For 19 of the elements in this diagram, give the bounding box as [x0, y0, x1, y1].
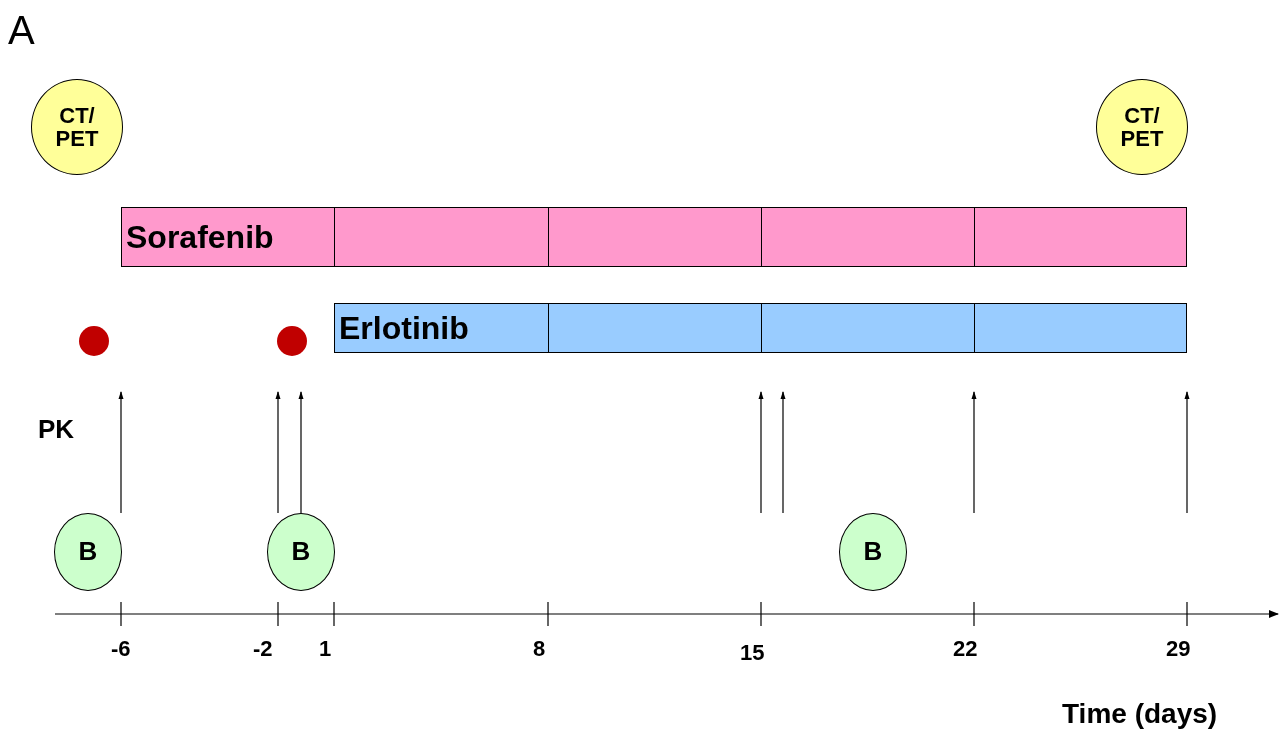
biopsy-circle: B [54, 513, 122, 591]
scan-ellipse: CT/ PET [1096, 79, 1188, 175]
tick-label: 1 [319, 636, 332, 662]
axis-title: Time (days) [1062, 698, 1218, 730]
sample-dot [277, 326, 307, 356]
tick-label: -2 [253, 636, 273, 662]
panel-letter: A [8, 8, 35, 53]
row-label: PK [38, 414, 75, 445]
tick-label: 22 [953, 636, 978, 662]
treatment-bar: Erlotinib [334, 303, 1187, 353]
treatment-bar: Sorafenib [121, 207, 1187, 267]
scan-ellipse: CT/ PET [31, 79, 123, 175]
tick-label: 8 [533, 636, 546, 662]
tick-label: 29 [1166, 636, 1191, 662]
sample-dot [79, 326, 109, 356]
tick-label: 15 [740, 640, 765, 666]
biopsy-circle: B [839, 513, 907, 591]
tick-label: -6 [111, 636, 131, 662]
biopsy-circle: B [267, 513, 335, 591]
